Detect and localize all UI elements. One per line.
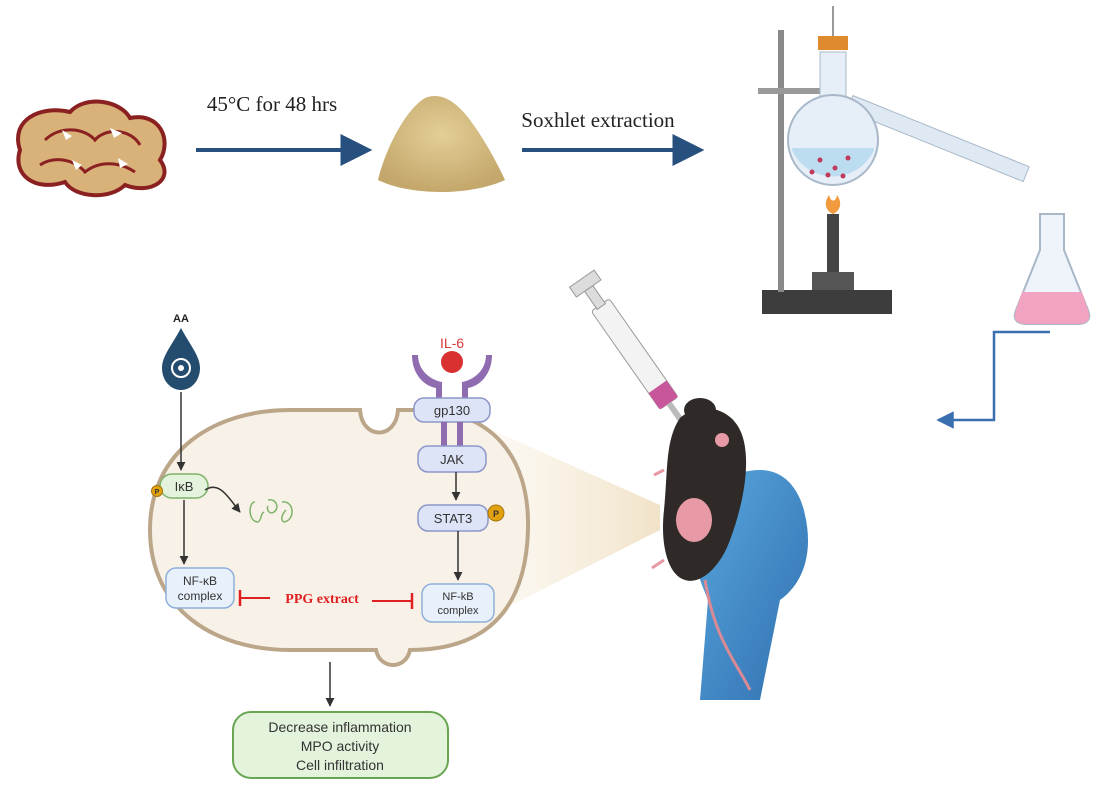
nfkb-left-line1: NF-κB — [183, 574, 217, 588]
drying-label: 45°C for 48 hrs — [207, 92, 337, 116]
ikb-label: IκB — [175, 479, 194, 494]
bunsen-burner-icon — [812, 195, 854, 290]
outcome-box — [232, 711, 449, 779]
inhibit-left — [238, 590, 270, 606]
stat3-p-label: P — [493, 509, 499, 519]
soxhlet-apparatus-icon — [758, 6, 1030, 314]
nfkb-right-line2: complex — [438, 605, 479, 617]
mouse-icon — [651, 398, 752, 691]
il6-receptor-icon — [412, 351, 492, 398]
biohazard-drop-icon — [162, 328, 200, 390]
nfkb-left-line2: complex — [178, 589, 223, 603]
stat3-box — [417, 504, 489, 532]
dried-slices-icon — [16, 99, 167, 198]
ikb-degradation-arrow — [204, 486, 241, 513]
ikb-p-label: P — [155, 489, 160, 496]
jak-label: JAK — [440, 452, 464, 467]
return-arrow — [936, 330, 1050, 429]
degraded-ikb-icon — [249, 499, 293, 523]
erlenmeyer-flask-icon — [1013, 213, 1091, 325]
jak-box — [417, 445, 487, 473]
nfkb-right-line1: NF-kB — [442, 591, 473, 603]
nfkb-left-box — [165, 567, 235, 609]
stat3-label: STAT3 — [434, 511, 473, 526]
extraction-label: Soxhlet extraction — [521, 108, 675, 132]
gp130-box — [413, 397, 491, 423]
aa-label: AA — [173, 313, 189, 325]
syringe-icon — [568, 269, 688, 428]
stat3-phospho-badge — [487, 504, 505, 522]
ikb-phospho-badge — [151, 485, 163, 497]
gp130-label: gp130 — [434, 403, 470, 418]
outcome-line1: Decrease inflammation — [268, 719, 411, 735]
outcome-line2: MPO activity — [301, 738, 380, 754]
nfkb-right-box — [421, 583, 495, 623]
extract-label: PPG extract — [285, 592, 359, 607]
powder-pile-icon — [378, 96, 505, 192]
inhibit-right — [372, 593, 414, 609]
outcome-line3: Cell infiltration — [296, 757, 384, 773]
il6-label: IL-6 — [440, 335, 464, 351]
